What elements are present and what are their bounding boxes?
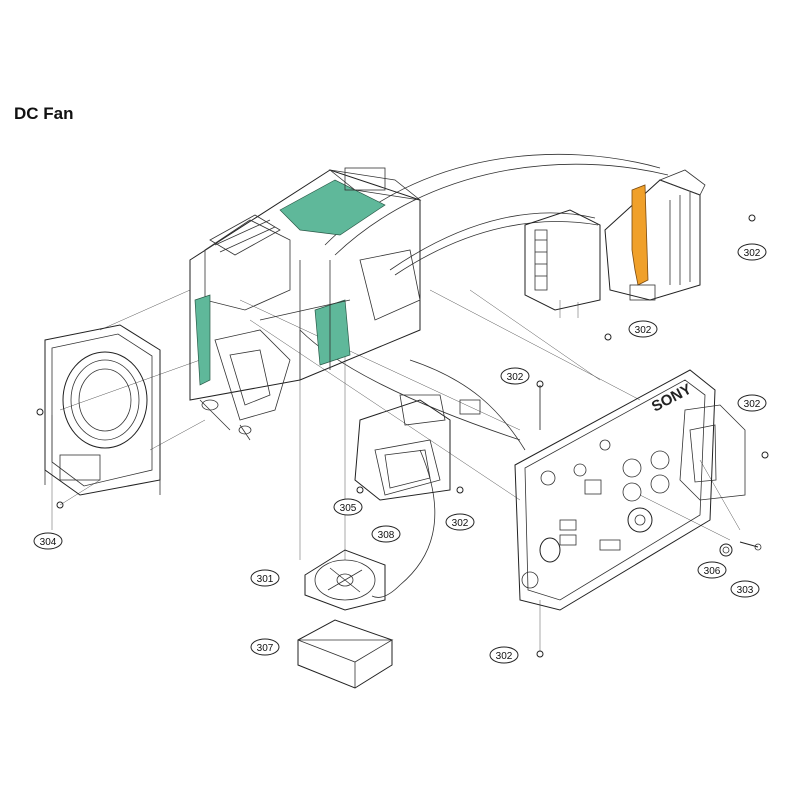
svg-text:301: 301 bbox=[257, 574, 274, 585]
callout-308: 308 bbox=[371, 525, 401, 543]
callout-302-mid-right: 302 bbox=[628, 320, 658, 338]
lens-mount-part bbox=[44, 324, 161, 496]
callout-302-panel-top: 302 bbox=[500, 367, 530, 385]
svg-text:307: 307 bbox=[257, 643, 274, 654]
center-bracket bbox=[354, 394, 481, 501]
svg-text:308: 308 bbox=[378, 530, 395, 541]
callout-303: 303 bbox=[730, 580, 760, 598]
callout-301: 301 bbox=[250, 569, 280, 587]
small-parts bbox=[719, 541, 762, 557]
upper-right-board bbox=[524, 169, 706, 311]
callout-306: 306 bbox=[697, 561, 727, 579]
callout-305: 305 bbox=[333, 498, 363, 516]
svg-text:302: 302 bbox=[507, 372, 524, 383]
dc-fan bbox=[304, 549, 386, 611]
svg-text:302: 302 bbox=[744, 399, 761, 410]
fan-cover bbox=[297, 619, 394, 689]
callout-302-center: 302 bbox=[445, 513, 475, 531]
callout-302-panel-right: 302 bbox=[737, 394, 767, 412]
svg-text:305: 305 bbox=[340, 503, 357, 514]
page-title: DC Fan bbox=[14, 104, 74, 123]
svg-text:302: 302 bbox=[635, 325, 652, 336]
screws bbox=[36, 214, 769, 658]
callout-302-top-right: 302 bbox=[737, 243, 767, 261]
svg-text:303: 303 bbox=[737, 585, 754, 596]
callout-304: 304 bbox=[33, 532, 63, 550]
svg-text:304: 304 bbox=[40, 537, 57, 548]
svg-text:302: 302 bbox=[496, 651, 513, 662]
svg-text:306: 306 bbox=[704, 566, 721, 577]
cable-curves bbox=[299, 153, 669, 598]
svg-text:302: 302 bbox=[452, 518, 469, 529]
svg-text:302: 302 bbox=[744, 248, 761, 259]
sony-logo: SONY bbox=[649, 381, 695, 416]
callout-302-bottom: 302 bbox=[489, 646, 519, 664]
leader-lines bbox=[51, 289, 741, 652]
main-chassis bbox=[189, 167, 422, 441]
callout-307: 307 bbox=[250, 638, 280, 656]
